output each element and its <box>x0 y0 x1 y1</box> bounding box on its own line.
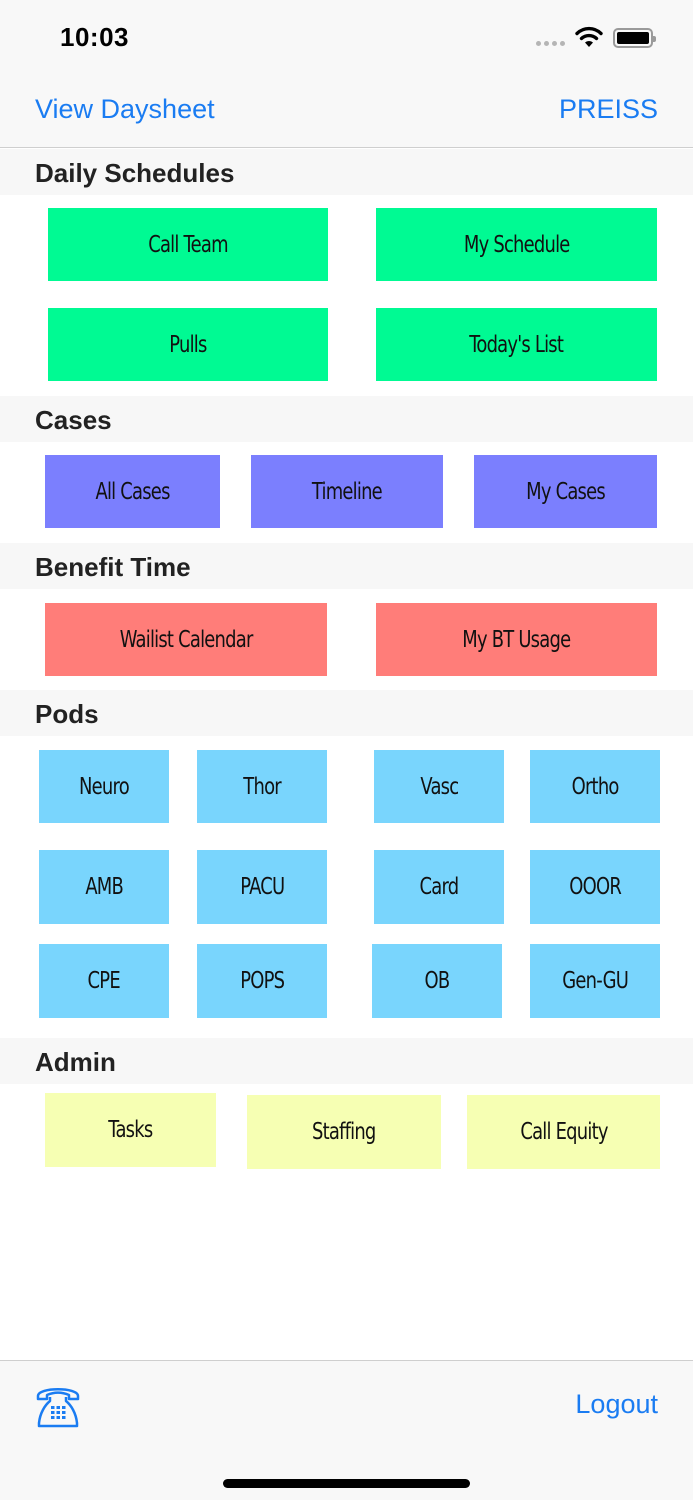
call-equity-button[interactable]: Call Equity <box>467 1095 660 1169</box>
status-bar: 10:03 <box>0 0 693 80</box>
view-daysheet-button[interactable]: View Daysheet <box>35 94 215 124</box>
my-bt-usage-button[interactable]: My BT Usage <box>376 603 657 676</box>
section-title: Daily Schedules <box>35 158 235 188</box>
pod-ortho-button[interactable]: Ortho <box>530 750 660 823</box>
pod-gen-gu-button[interactable]: Gen-GU <box>530 944 660 1018</box>
wailist-calendar-button[interactable]: Wailist Calendar <box>45 603 327 676</box>
pod-neuro-button[interactable]: Neuro <box>39 750 169 823</box>
logout-button[interactable]: Logout <box>575 1389 658 1419</box>
pod-thor-button[interactable]: Thor <box>197 750 327 823</box>
cellular-signal-icon <box>536 41 565 46</box>
pod-vasc-button[interactable]: Vasc <box>374 750 504 823</box>
pod-ob-button[interactable]: OB <box>372 944 502 1018</box>
pod-pops-button[interactable]: POPS <box>197 944 327 1018</box>
section-header-admin: Admin <box>0 1038 693 1084</box>
staffing-button[interactable]: Staffing <box>247 1095 441 1169</box>
section-header-cases: Cases <box>0 396 693 442</box>
section-title: Benefit Time <box>35 552 191 582</box>
pod-pacu-button[interactable]: PACU <box>197 850 327 924</box>
pod-amb-button[interactable]: AMB <box>39 850 169 924</box>
telephone-icon[interactable] <box>34 1383 82 1434</box>
pulls-button[interactable]: Pulls <box>48 308 328 381</box>
bottom-toolbar: Logout <box>0 1360 693 1500</box>
wifi-icon <box>574 26 604 53</box>
pod-ooor-button[interactable]: OOOR <box>530 850 660 924</box>
my-schedule-button[interactable]: My Schedule <box>376 208 657 281</box>
section-title: Admin <box>35 1047 116 1077</box>
call-team-button[interactable]: Call Team <box>48 208 328 281</box>
section-title: Cases <box>35 405 112 435</box>
timeline-button[interactable]: Timeline <box>251 455 443 528</box>
todays-list-button[interactable]: Today's List <box>376 308 657 381</box>
status-time: 10:03 <box>60 22 129 52</box>
home-indicator[interactable] <box>223 1479 470 1488</box>
all-cases-button[interactable]: All Cases <box>45 455 220 528</box>
section-header-benefit-time: Benefit Time <box>0 543 693 589</box>
tasks-button[interactable]: Tasks <box>45 1093 216 1167</box>
pod-cpe-button[interactable]: CPE <box>39 944 169 1018</box>
battery-icon <box>613 28 656 48</box>
section-title: Pods <box>35 699 99 729</box>
user-name-button[interactable]: PREISS <box>558 94 658 124</box>
section-header-daily-schedules: Daily Schedules <box>0 149 693 195</box>
my-cases-button[interactable]: My Cases <box>474 455 657 528</box>
navigation-bar: View Daysheet PREISS <box>0 80 693 148</box>
pod-card-button[interactable]: Card <box>374 850 504 924</box>
section-header-pods: Pods <box>0 690 693 736</box>
